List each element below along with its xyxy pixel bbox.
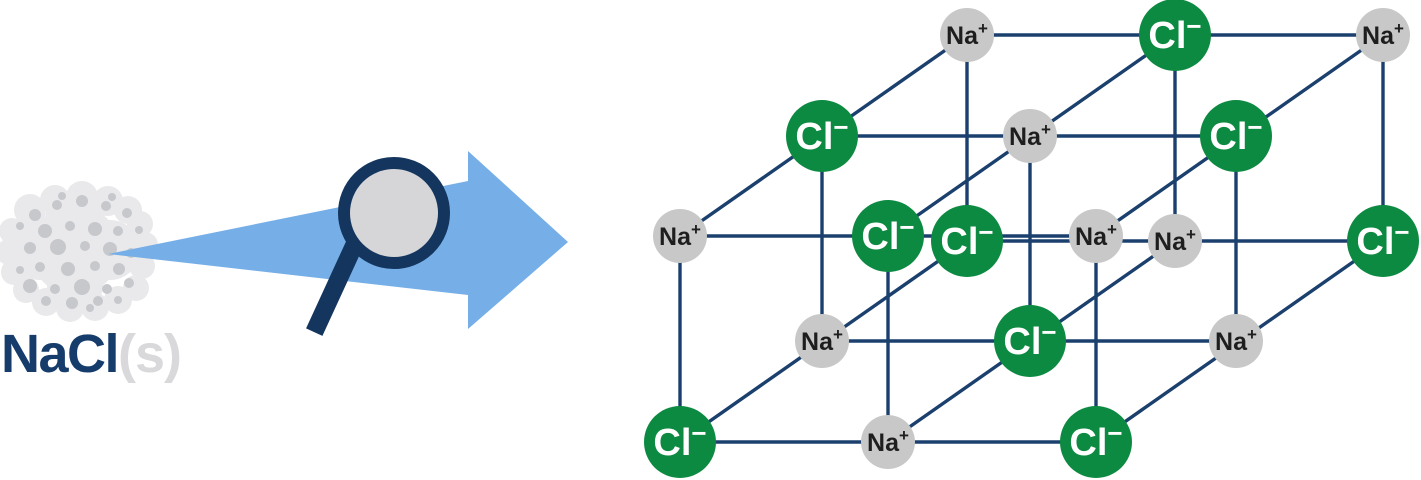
ion-circle [1060,406,1132,478]
ion-cl: Cl− [1200,100,1272,172]
ion-circle [644,406,716,478]
ion-cl: Cl− [1060,406,1132,478]
ion-circle [1139,0,1211,71]
ion-cl: Cl− [1139,0,1211,71]
ion-na: Na+ [653,209,707,263]
ion-circle [653,209,707,263]
magnifier-lens [338,157,450,269]
zoom-arrow-icon [108,151,568,329]
ion-circle [1069,209,1123,263]
ion-na: Na+ [795,314,849,368]
ion-na: Na+ [1209,314,1263,368]
ion-na: Na+ [1069,209,1123,263]
nacl-lattice-diagram: Na+Cl−Na+Cl−Na+Cl−Cl−Na+Cl−Na+Cl−Na+Na+C… [644,0,1419,478]
ion-circle [1356,8,1410,62]
ion-na: Na+ [1003,109,1057,163]
formula-nacl: NaCl [1,324,120,384]
ion-cl: Cl− [644,406,716,478]
ion-cl: Cl− [852,200,924,272]
magnifying-glass-icon [306,157,450,336]
ion-cl: Cl− [931,205,1003,277]
ion-na: Na+ [940,8,994,62]
ion-cl: Cl− [1347,205,1419,277]
ion-circle [861,415,915,469]
ion-circle [940,8,994,62]
formula-state: (s) [118,324,182,384]
ion-circle [994,305,1066,377]
ion-na: Na+ [1148,214,1202,268]
ion-circle [795,314,849,368]
magnifier-handle [306,238,364,336]
ion-circle [931,205,1003,277]
ion-circle [1003,109,1057,163]
ion-circle [1347,205,1419,277]
formula-label: NaCl(s) [1,324,182,384]
ion-na: Na+ [1356,8,1410,62]
ion-circle [1209,314,1263,368]
ion-circle [1200,100,1272,172]
ion-cl: Cl− [786,100,858,172]
ion-circle [1148,214,1202,268]
ion-circle [852,200,924,272]
ion-cl: Cl− [994,305,1066,377]
ion-circle [786,100,858,172]
ion-na: Na+ [861,415,915,469]
